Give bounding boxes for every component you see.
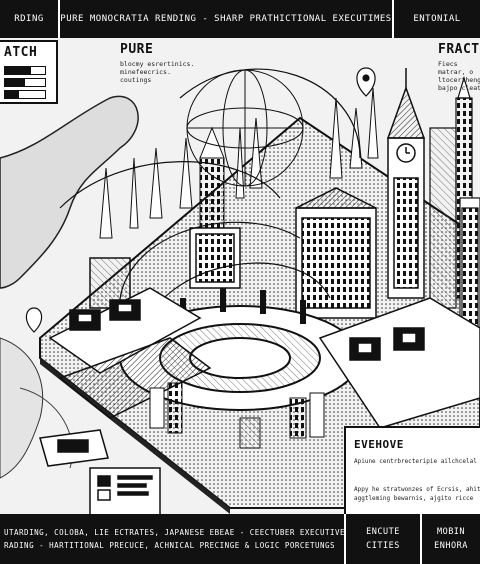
evehove-line-2: Appy he stratwonzes of Ecrsis, ahitin	[354, 486, 480, 493]
fraction-line-2: matrar, o	[438, 68, 474, 76]
progress-fill-3	[5, 91, 19, 98]
footer-right-line-1: MOBIN	[436, 527, 466, 537]
header-left: RDING	[0, 0, 60, 38]
fraction-line-4: bajpo cleat	[438, 84, 480, 92]
panel-fraction-title: FRACTIO	[438, 42, 480, 57]
footer-left-line-1: UTARDING, COLOBA, LIE ECTRATES, JAPANESE…	[4, 528, 346, 537]
footer-band: UTARDING, COLOBA, LIE ECTRATES, JAPANESE…	[0, 514, 480, 564]
footer-left-line-2: RADING - HARTITIONAL PRECUCE, ACHNICAL P…	[4, 541, 336, 550]
pure-line-1: blocmy esrertinics.	[120, 60, 195, 68]
evehove-line-3: aggtleming bewarnis, ajgito ricce	[354, 495, 474, 502]
panel-watch: ATCH	[0, 40, 58, 104]
footer-mid-line-1: ENCUTE	[366, 527, 400, 537]
evehove-line-1: Apiune centrbrecteripie ailchcelal pe	[354, 458, 480, 465]
panel-evehove: EVEHOVE Apiune centrbrecteripie ailchcel…	[344, 426, 480, 516]
footer-mid-line-2: CITIES	[366, 541, 400, 551]
footer-right: MOBIN ENHORA	[422, 514, 480, 564]
panel-pure: PURE blocmy esrertinics. minefeecrics. c…	[118, 40, 202, 98]
city-illustration	[0, 38, 480, 514]
progress-fill-2	[5, 79, 25, 86]
progress-bar-1	[4, 66, 46, 75]
header-band: RDING PURE MONOCRATIA RENDING - SHARP PR…	[0, 0, 480, 38]
progress-bar-2	[4, 78, 46, 87]
panel-fraction: FRACTIO Fiecs matrar, o ltocertheng bajp…	[436, 40, 480, 102]
panel-watch-title: ATCH	[4, 45, 38, 60]
panel-pure-text: blocmy esrertinics. minefeecrics. coutin…	[120, 60, 194, 84]
fraction-line-1: Fiecs	[438, 60, 458, 68]
progress-fill-1	[5, 67, 31, 74]
pure-line-2: minefeecrics.	[120, 68, 171, 76]
panel-pure-title: PURE	[120, 42, 154, 57]
panel-fraction-text: Fiecs matrar, o ltocertheng bajpo cleat	[438, 60, 480, 92]
header-title: PURE MONOCRATIA RENDING - SHARP PRATHICT…	[60, 0, 394, 38]
footer-right-line-2: ENHORA	[434, 541, 468, 551]
header-right: ENTONIAL	[413, 14, 461, 24]
panel-evehove-title: EVEHOVE	[354, 438, 404, 451]
pure-line-3: coutings	[120, 76, 152, 84]
progress-bar-3	[4, 90, 46, 99]
footer-left: UTARDING, COLOBA, LIE ECTRATES, JAPANESE…	[0, 514, 346, 564]
fraction-line-3: ltocertheng	[438, 76, 480, 84]
footer-mid: ENCUTE CITIES	[346, 514, 422, 564]
